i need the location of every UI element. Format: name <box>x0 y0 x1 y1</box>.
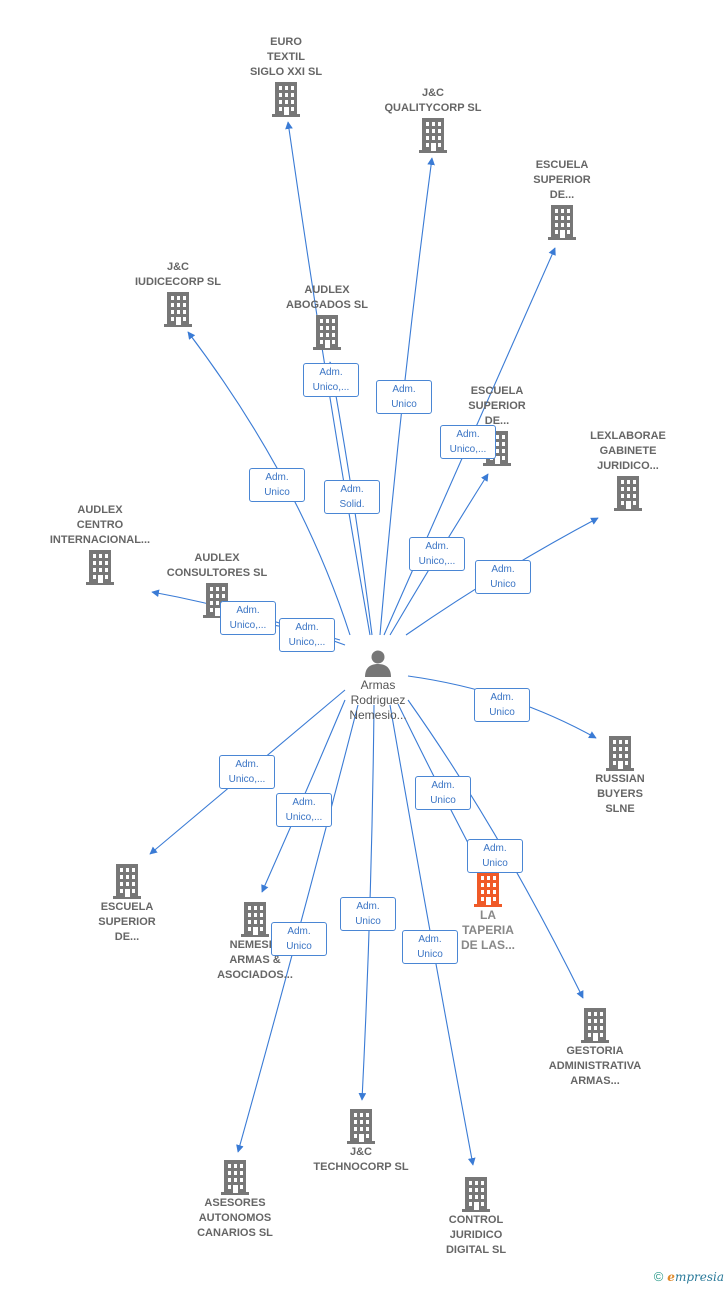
company-label: ESCUELA SUPERIOR DE... <box>533 159 591 201</box>
building-icon <box>611 474 645 512</box>
relation-badge[interactable]: Adm. Unico,... <box>276 793 332 827</box>
building-icon <box>269 80 303 118</box>
company-label: EURO TEXTIL SIGLO XXI SL <box>249 36 323 78</box>
building-icon <box>83 548 117 586</box>
person-label: Armas Rodriguez Nemesio... <box>349 678 407 722</box>
building-icon <box>603 734 637 772</box>
relation-badge[interactable]: Adm. Unico,... <box>440 425 496 459</box>
brand-logo: empresia <box>667 1270 724 1284</box>
company-label: J&C QUALITYCORP SL <box>384 87 482 114</box>
company-nemesio-armas-asociados[interactable]: NEMESIO ARMAS & ASOCIADOS... <box>185 900 325 983</box>
company-label: LA TAPERIA DE LAS... <box>460 908 515 952</box>
company-asesores-autonomos[interactable]: ASESORES AUTONOMOS CANARIOS SL <box>165 1158 305 1241</box>
company-escuela-superior-3[interactable]: ESCUELA SUPERIOR DE... <box>57 862 197 945</box>
building-icon <box>416 116 450 154</box>
building-icon <box>110 862 144 900</box>
company-gestoria-administrativa[interactable]: GESTORIA ADMINISTRATIVA ARMAS... <box>525 1006 665 1089</box>
relation-badge[interactable]: Adm. Solid. <box>324 480 380 514</box>
company-jc-iudicecorp[interactable]: J&C IUDICECORP SL <box>108 260 248 328</box>
company-label: ESCUELA SUPERIOR DE... <box>98 901 156 943</box>
building-icon <box>545 203 579 241</box>
company-russian-buyers[interactable]: RUSSIAN BUYERS SLNE <box>550 734 690 817</box>
person-icon <box>365 650 391 677</box>
building-icon <box>459 1175 493 1213</box>
building-icon <box>161 290 195 328</box>
relation-badge[interactable]: Adm. Unico <box>271 922 327 956</box>
company-la-taperia[interactable]: LA TAPERIA DE LAS... <box>418 870 558 953</box>
company-label: NEMESIO ARMAS & ASOCIADOS... <box>217 939 293 981</box>
building-icon <box>578 1006 612 1044</box>
building-icon <box>218 1158 252 1196</box>
relation-badge[interactable]: Adm. Unico <box>249 468 305 502</box>
company-label: LEXLABORAE GABINETE JURIDICO... <box>590 430 666 472</box>
relation-badge[interactable]: Adm. Unico <box>340 897 396 931</box>
company-label: AUDLEX CONSULTORES SL <box>166 552 268 579</box>
building-icon <box>238 900 272 938</box>
company-label: GESTORIA ADMINISTRATIVA ARMAS... <box>548 1045 642 1087</box>
relation-badge[interactable]: Adm. Unico,... <box>409 537 465 571</box>
company-jc-qualitycorp[interactable]: J&C QUALITYCORP SL <box>363 86 503 154</box>
person-armas-rodriguez-nemesio[interactable]: Armas Rodriguez Nemesio... <box>318 648 438 723</box>
relation-badge[interactable]: Adm. Unico <box>415 776 471 810</box>
company-control-juridico-digital[interactable]: CONTROL JURIDICO DIGITAL SL <box>406 1175 546 1258</box>
company-escuela-superior-2[interactable]: ESCUELA SUPERIOR DE... <box>427 384 567 467</box>
relation-badge[interactable]: Adm. Unico <box>475 560 531 594</box>
company-jc-technocorp[interactable]: J&C TECHNOCORP SL <box>291 1107 431 1175</box>
building-icon <box>310 313 344 351</box>
relation-badge[interactable]: Adm. Unico <box>402 930 458 964</box>
footer-credit: ©empresia <box>654 1269 724 1284</box>
company-label: J&C IUDICECORP SL <box>135 261 221 288</box>
company-audlex-centro-internacional[interactable]: AUDLEX CENTRO INTERNACIONAL... <box>30 503 170 586</box>
relation-badge[interactable]: Adm. Unico,... <box>279 618 335 652</box>
copyright-symbol: © <box>653 1269 664 1284</box>
company-audlex-consultores[interactable]: AUDLEX CONSULTORES SL <box>147 551 287 619</box>
company-lexlaborae[interactable]: LEXLABORAE GABINETE JURIDICO... <box>558 429 698 512</box>
company-label: RUSSIAN BUYERS SLNE <box>595 773 645 815</box>
company-label: J&C TECHNOCORP SL <box>313 1146 409 1173</box>
building-icon <box>471 870 505 908</box>
company-audlex-abogados[interactable]: AUDLEX ABOGADOS SL <box>257 283 397 351</box>
company-label: AUDLEX ABOGADOS SL <box>286 284 368 311</box>
relation-badge[interactable]: Adm. Unico <box>376 380 432 414</box>
company-escuela-superior-1[interactable]: ESCUELA SUPERIOR DE... <box>492 158 632 241</box>
building-icon <box>344 1107 378 1145</box>
relation-badge[interactable]: Adm. Unico,... <box>219 755 275 789</box>
company-label: AUDLEX CENTRO INTERNACIONAL... <box>49 504 151 546</box>
relation-badge[interactable]: Adm. Unico,... <box>220 601 276 635</box>
company-label: CONTROL JURIDICO DIGITAL SL <box>445 1214 507 1256</box>
relation-badge[interactable]: Adm. Unico,... <box>303 363 359 397</box>
company-label: ESCUELA SUPERIOR DE... <box>468 385 526 427</box>
company-label: ASESORES AUTONOMOS CANARIOS SL <box>197 1197 273 1239</box>
relation-badge[interactable]: Adm. Unico <box>474 688 530 722</box>
relation-badge[interactable]: Adm. Unico <box>467 839 523 873</box>
company-euro-textil[interactable]: EURO TEXTIL SIGLO XXI SL <box>216 35 356 118</box>
